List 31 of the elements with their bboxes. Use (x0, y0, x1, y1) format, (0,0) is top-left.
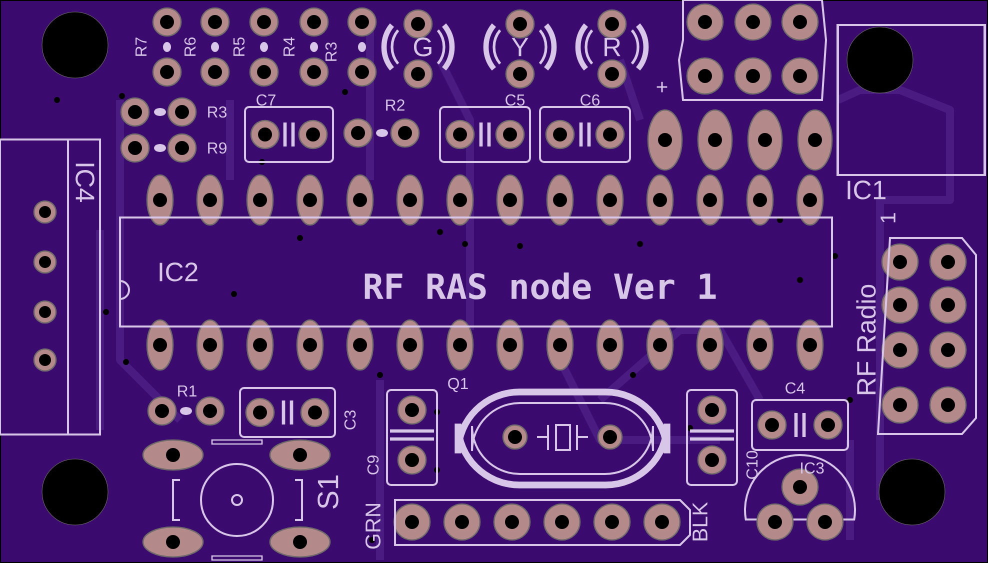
part-label: R6 (184, 37, 196, 56)
part-label: Y (512, 38, 528, 56)
part-label: C5 (506, 94, 525, 106)
part-label: IC1 (848, 180, 886, 200)
part-label: C7 (256, 94, 276, 106)
part-label: C10 (746, 450, 758, 479)
part-label: G (414, 38, 432, 56)
part-label: R (604, 38, 620, 56)
part-label: 1 (880, 213, 896, 222)
part-label: C3 (344, 410, 356, 430)
part-label: RF Radio (856, 284, 876, 394)
part-label: R3 (208, 106, 227, 118)
part-label: R2 (386, 99, 404, 111)
part-label: R3 (325, 42, 337, 61)
part-label: R4 (284, 37, 294, 56)
part-label: IC2 (160, 262, 198, 282)
part-label: C4 (786, 382, 805, 394)
part-label: + (656, 82, 668, 92)
part-label: R7 (136, 38, 147, 56)
part-label: R5 (233, 37, 245, 56)
part-label: C6 (580, 94, 600, 106)
part-label: IC4 (76, 164, 94, 202)
part-label: GRN (365, 504, 381, 549)
part-label: R1 (178, 386, 196, 396)
part-label: R9 (208, 142, 226, 154)
part-label: C9 (367, 456, 379, 474)
part-label: S1 (318, 475, 338, 509)
part-label: IC3 (801, 462, 824, 474)
part-label: Q1 (448, 378, 468, 392)
part-label: BLK (692, 502, 708, 540)
board-title: RF RAS node Ver 1 (364, 272, 716, 300)
